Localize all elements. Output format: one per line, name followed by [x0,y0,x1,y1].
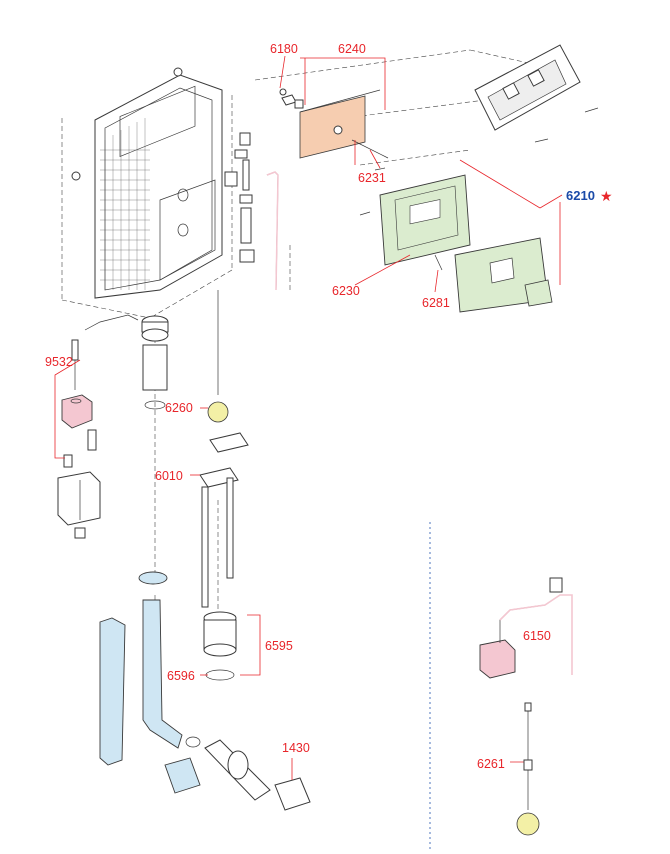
frame-plate-6230 [379,174,471,266]
label-1430: 1430 [282,741,310,755]
label-6180: 6180 [270,42,298,56]
fill-valve-assembly [57,314,139,539]
star-icon: ★ [600,189,613,205]
detail-float-6261 [516,702,540,836]
cistern-frame [71,67,223,299]
detail-fill-valve-6150 [479,577,573,679]
leader-lines [54,55,565,780]
label-6240: 6240 [338,42,366,56]
label-6231: 6231 [358,171,386,185]
label-6595: 6595 [265,639,293,653]
flush-valve-column [138,315,201,749]
cover-plate-6210 [454,237,553,313]
label-6261: 6261 [477,757,505,771]
label-6150: 6150 [523,629,551,643]
label-6260: 6260 [165,401,193,415]
float-rod-6260 [207,290,229,423]
label-6596: 6596 [167,669,195,683]
label-6230: 6230 [332,284,360,298]
side-guard [99,617,126,766]
label-6210: 6210 [566,188,595,203]
panel-6240 [299,89,381,159]
cistern-grid [100,118,150,290]
valve-body-6595 [203,611,237,681]
label-6281: 6281 [422,296,450,310]
label-9532: 9532 [45,355,73,369]
panel-6180-fitting [279,88,304,109]
rear-housing [474,44,581,131]
overflow-6010 [199,432,249,608]
label-6010: 6010 [155,469,183,483]
inlet-fittings [224,132,279,291]
screws [351,107,599,271]
outlet-pipe [164,739,311,811]
